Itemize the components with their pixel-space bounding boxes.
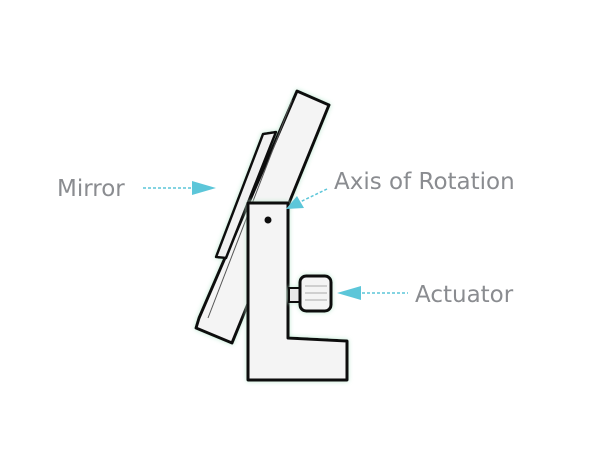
- actuator-knob: [288, 274, 333, 313]
- mirror-arrow: [143, 181, 216, 195]
- l-bracket: [246, 201, 349, 382]
- axis-arrow: [286, 188, 328, 209]
- actuator-arrow: [337, 286, 408, 300]
- axis-of-rotation-label: Axis of Rotation: [334, 169, 515, 195]
- mirror-label: Mirror: [57, 176, 125, 202]
- axis-of-rotation-pivot: [264, 216, 272, 224]
- actuator-label: Actuator: [415, 282, 514, 308]
- mirror-backplate: [214, 130, 278, 260]
